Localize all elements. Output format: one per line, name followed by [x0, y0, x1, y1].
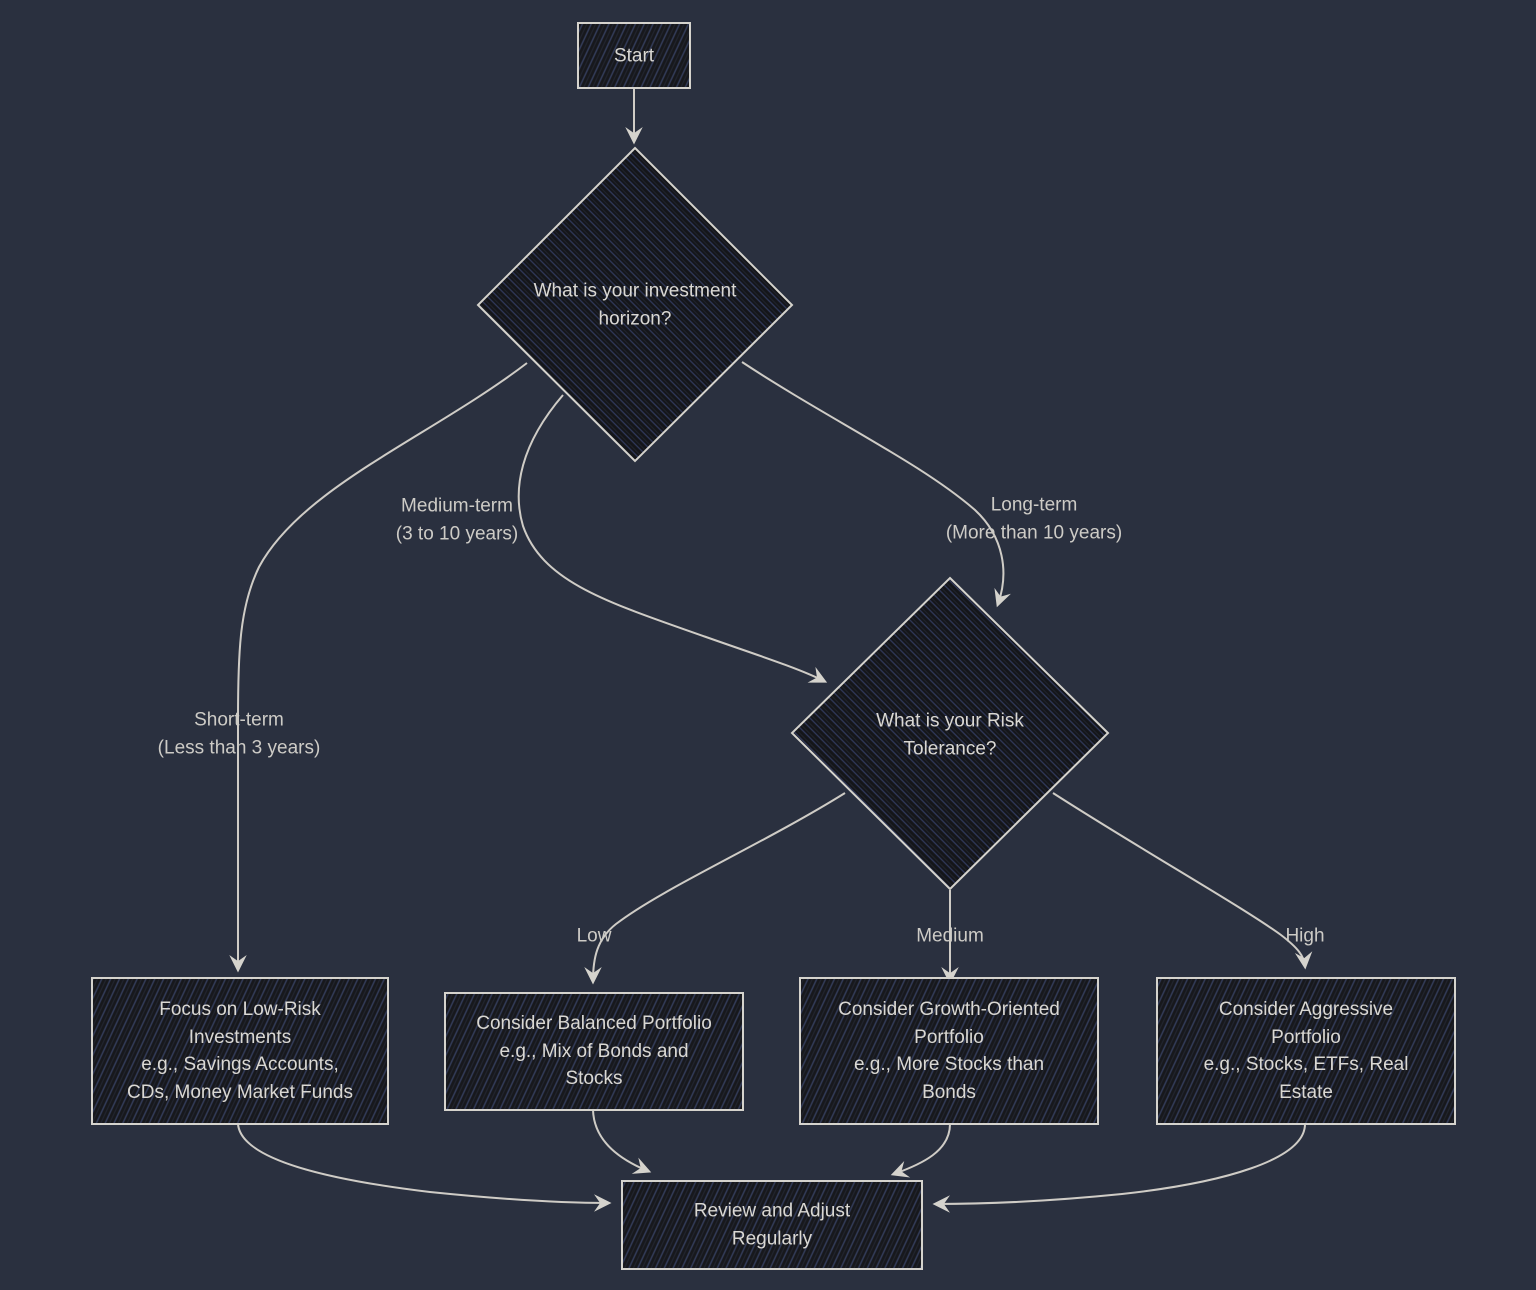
edge-risk-balanced-low	[584, 792, 846, 985]
start-node-shape	[577, 22, 691, 89]
balanced-node-shape	[444, 992, 744, 1111]
edge-horizon-risk-medium-term	[517, 394, 828, 683]
edge-risk-aggressive-high	[1052, 792, 1313, 970]
horizon-decision-shape	[476, 146, 794, 463]
review-node-shape	[621, 1180, 923, 1270]
edge-aggressive-review	[932, 1123, 1306, 1213]
growth-node-shape	[799, 977, 1099, 1125]
aggressive-node-shape	[1156, 977, 1456, 1125]
edge-lowrisk-review	[237, 1123, 612, 1212]
lowrisk-node-shape	[91, 977, 389, 1125]
edge-balanced-review	[592, 1109, 652, 1174]
risk-decision-shape	[790, 576, 1110, 891]
edge-horizon-risk-long-term	[741, 361, 1011, 608]
edge-growth-review	[890, 1123, 951, 1178]
edge-horizon-lowrisk-short-term	[229, 362, 528, 973]
